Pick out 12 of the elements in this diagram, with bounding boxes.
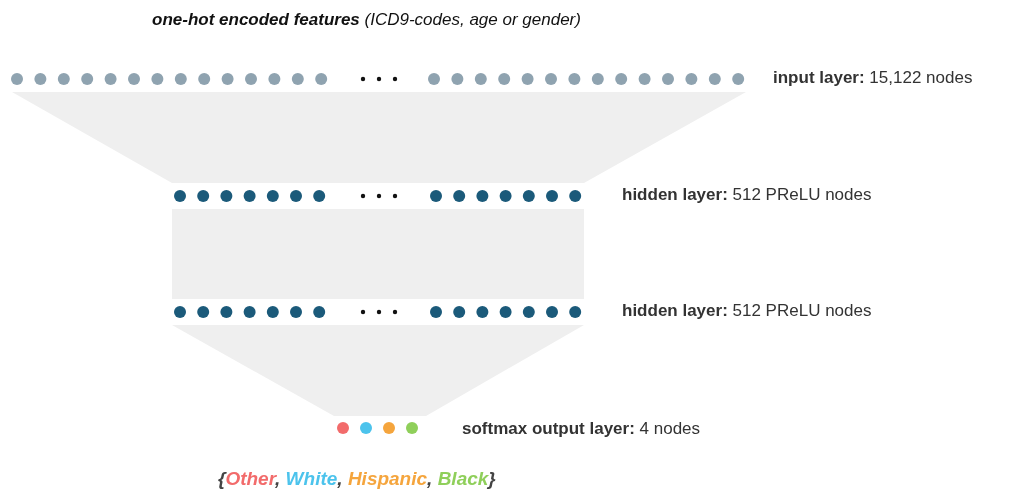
layer-label: hidden layer: 512 PReLU nodes xyxy=(622,185,872,205)
layer-label: softmax output layer: 4 nodes xyxy=(462,419,701,439)
class-name: White xyxy=(285,468,338,489)
punctuation: { xyxy=(218,468,226,489)
layer-label: hidden layer: 512 PReLU nodes xyxy=(622,301,872,321)
punctuation: , xyxy=(427,468,433,489)
punctuation: , xyxy=(337,468,343,489)
layer-label: input layer: 15,122 nodes xyxy=(773,68,973,88)
punctuation: } xyxy=(488,468,496,489)
caption-text: one-hot encoded features (ICD9-codes, age or gender) xyxy=(152,10,581,30)
class-name: Other xyxy=(225,468,276,489)
class-name: Hispanic xyxy=(347,468,428,489)
